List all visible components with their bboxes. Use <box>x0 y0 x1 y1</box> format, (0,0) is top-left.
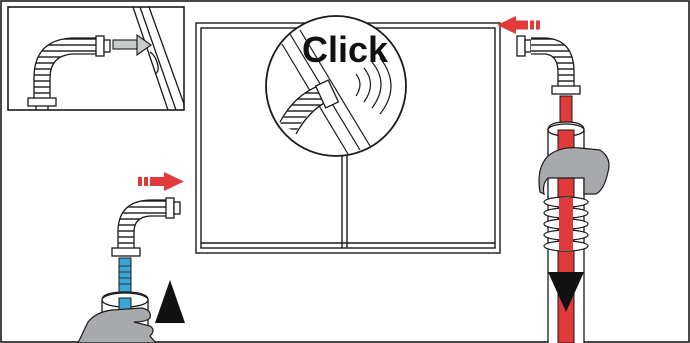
click-label: Click <box>302 29 389 70</box>
click-callout: Click <box>266 16 406 156</box>
inset-panel <box>8 7 184 110</box>
